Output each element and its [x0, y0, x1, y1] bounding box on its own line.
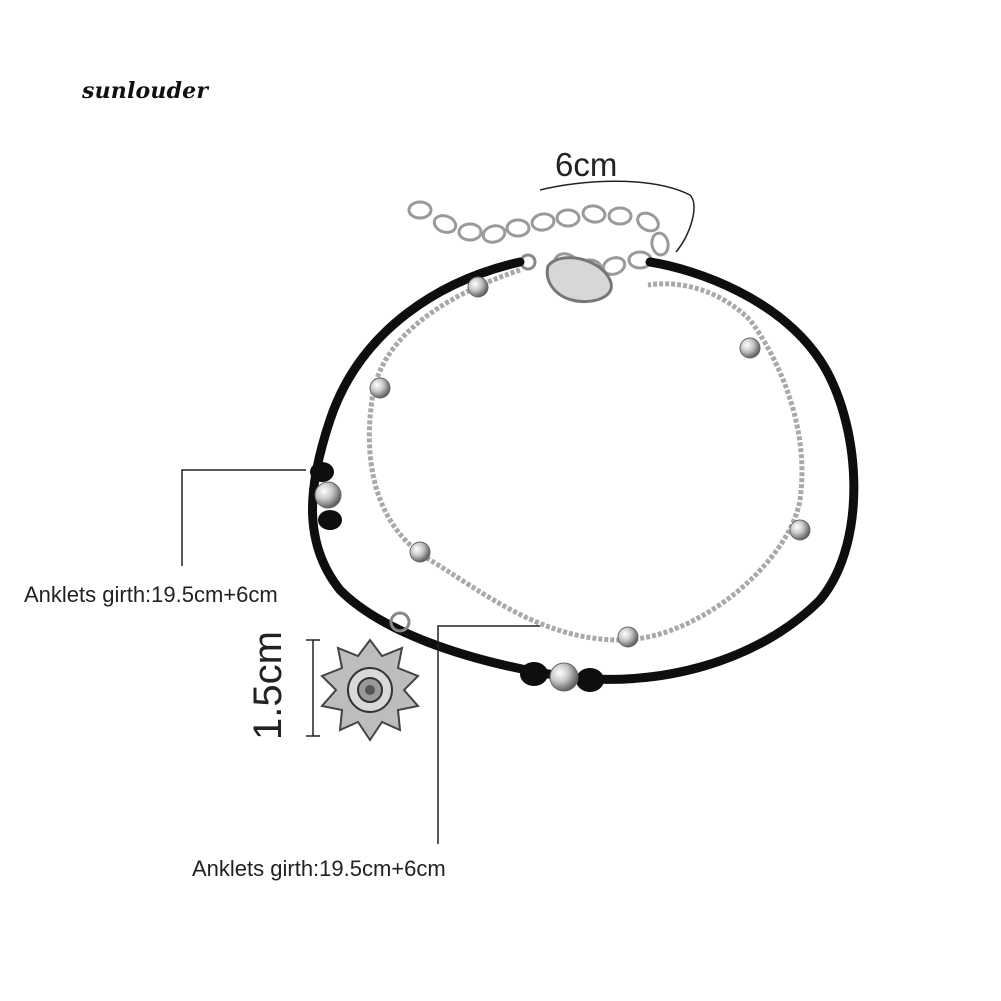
girth-chain-leader — [437, 625, 540, 844]
sun-charm-icon — [320, 611, 420, 742]
brand-watermark: sunlouder — [82, 78, 209, 104]
girth-cord-leader — [181, 469, 306, 566]
girth-chain-label: Anklets girth:19.5cm+6cm — [192, 856, 446, 881]
guide-lines — [181, 180, 695, 844]
extender-length-label: 6cm — [555, 146, 618, 183]
girth-cord-label: Anklets girth:19.5cm+6cm — [24, 582, 278, 607]
silver-chain — [366, 267, 805, 643]
cord-knots — [310, 462, 604, 692]
extender-dimension-arc — [539, 180, 695, 253]
extender-chain — [407, 200, 670, 278]
charm-size-label: 1.5cm — [246, 631, 290, 740]
beads — [314, 276, 811, 692]
charm-size-bracket — [306, 639, 320, 737]
